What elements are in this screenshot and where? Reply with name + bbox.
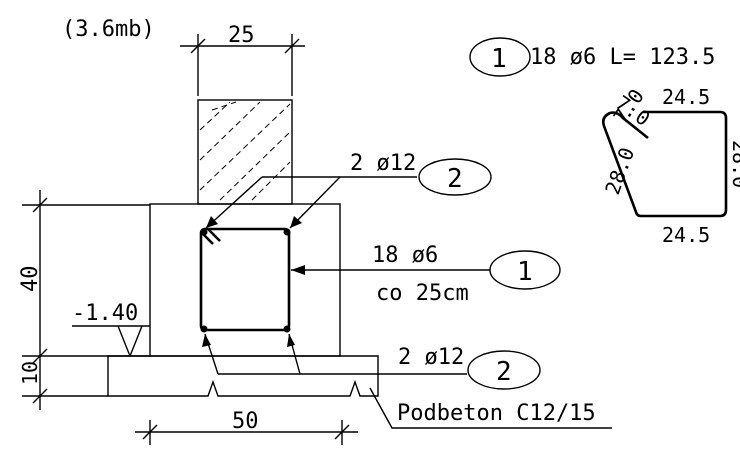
footing-height-label: 40 [18,266,43,293]
blinding-callout: Podbeton C12/15 [369,387,612,429]
top-bars-mark: 2 [447,164,463,194]
column-dimension: 25 [180,23,305,96]
base-dimension: 50 [135,409,358,445]
schedule-left-length: 28.0 [600,144,639,197]
stirrups-spacing-label: co 25cm [376,281,469,306]
schedule-top-length: 24.5 [662,85,710,109]
schedule-spec: 18 ø6 L= 123.5 [530,45,715,70]
level-marker: -1.40 [72,301,150,357]
stirrups-label: 18 ø6 [372,243,438,268]
schedule-bottom-length: 24.5 [662,223,710,247]
blinding-thickness-label: 10 [18,361,42,385]
bottom-level-label: -1.40 [72,301,138,326]
bending-schedule: 1 18 ø6 L= 123.5 24.5 24.5 28.0 28.0 7.0… [469,37,740,247]
stirrup-rebar [199,227,291,333]
stirrups-mark: 1 [517,257,533,287]
footing-section [107,203,379,397]
bottom-bars-mark: 2 [496,357,512,387]
base-width-label: 50 [232,409,259,434]
top-bars-label: 2 ø12 [350,151,416,176]
vertical-dimensions: 40 10 [18,190,150,410]
stirrups-callout: 18 ø6 co 25cm 1 [291,243,561,306]
concrete-column [197,99,293,205]
blinding-label: Podbeton C12/15 [397,401,596,426]
top-bars-callout: 2 ø12 2 [205,151,492,229]
bottom-bars-label: 2 ø12 [398,345,464,370]
column-width-label: 25 [228,23,255,48]
bottom-bars-callout: 2 ø12 2 [202,333,541,390]
schedule-right-length: 28.0 [728,140,740,188]
schedule-mark: 1 [491,44,507,74]
header-note: (3.6mb) [62,17,155,42]
